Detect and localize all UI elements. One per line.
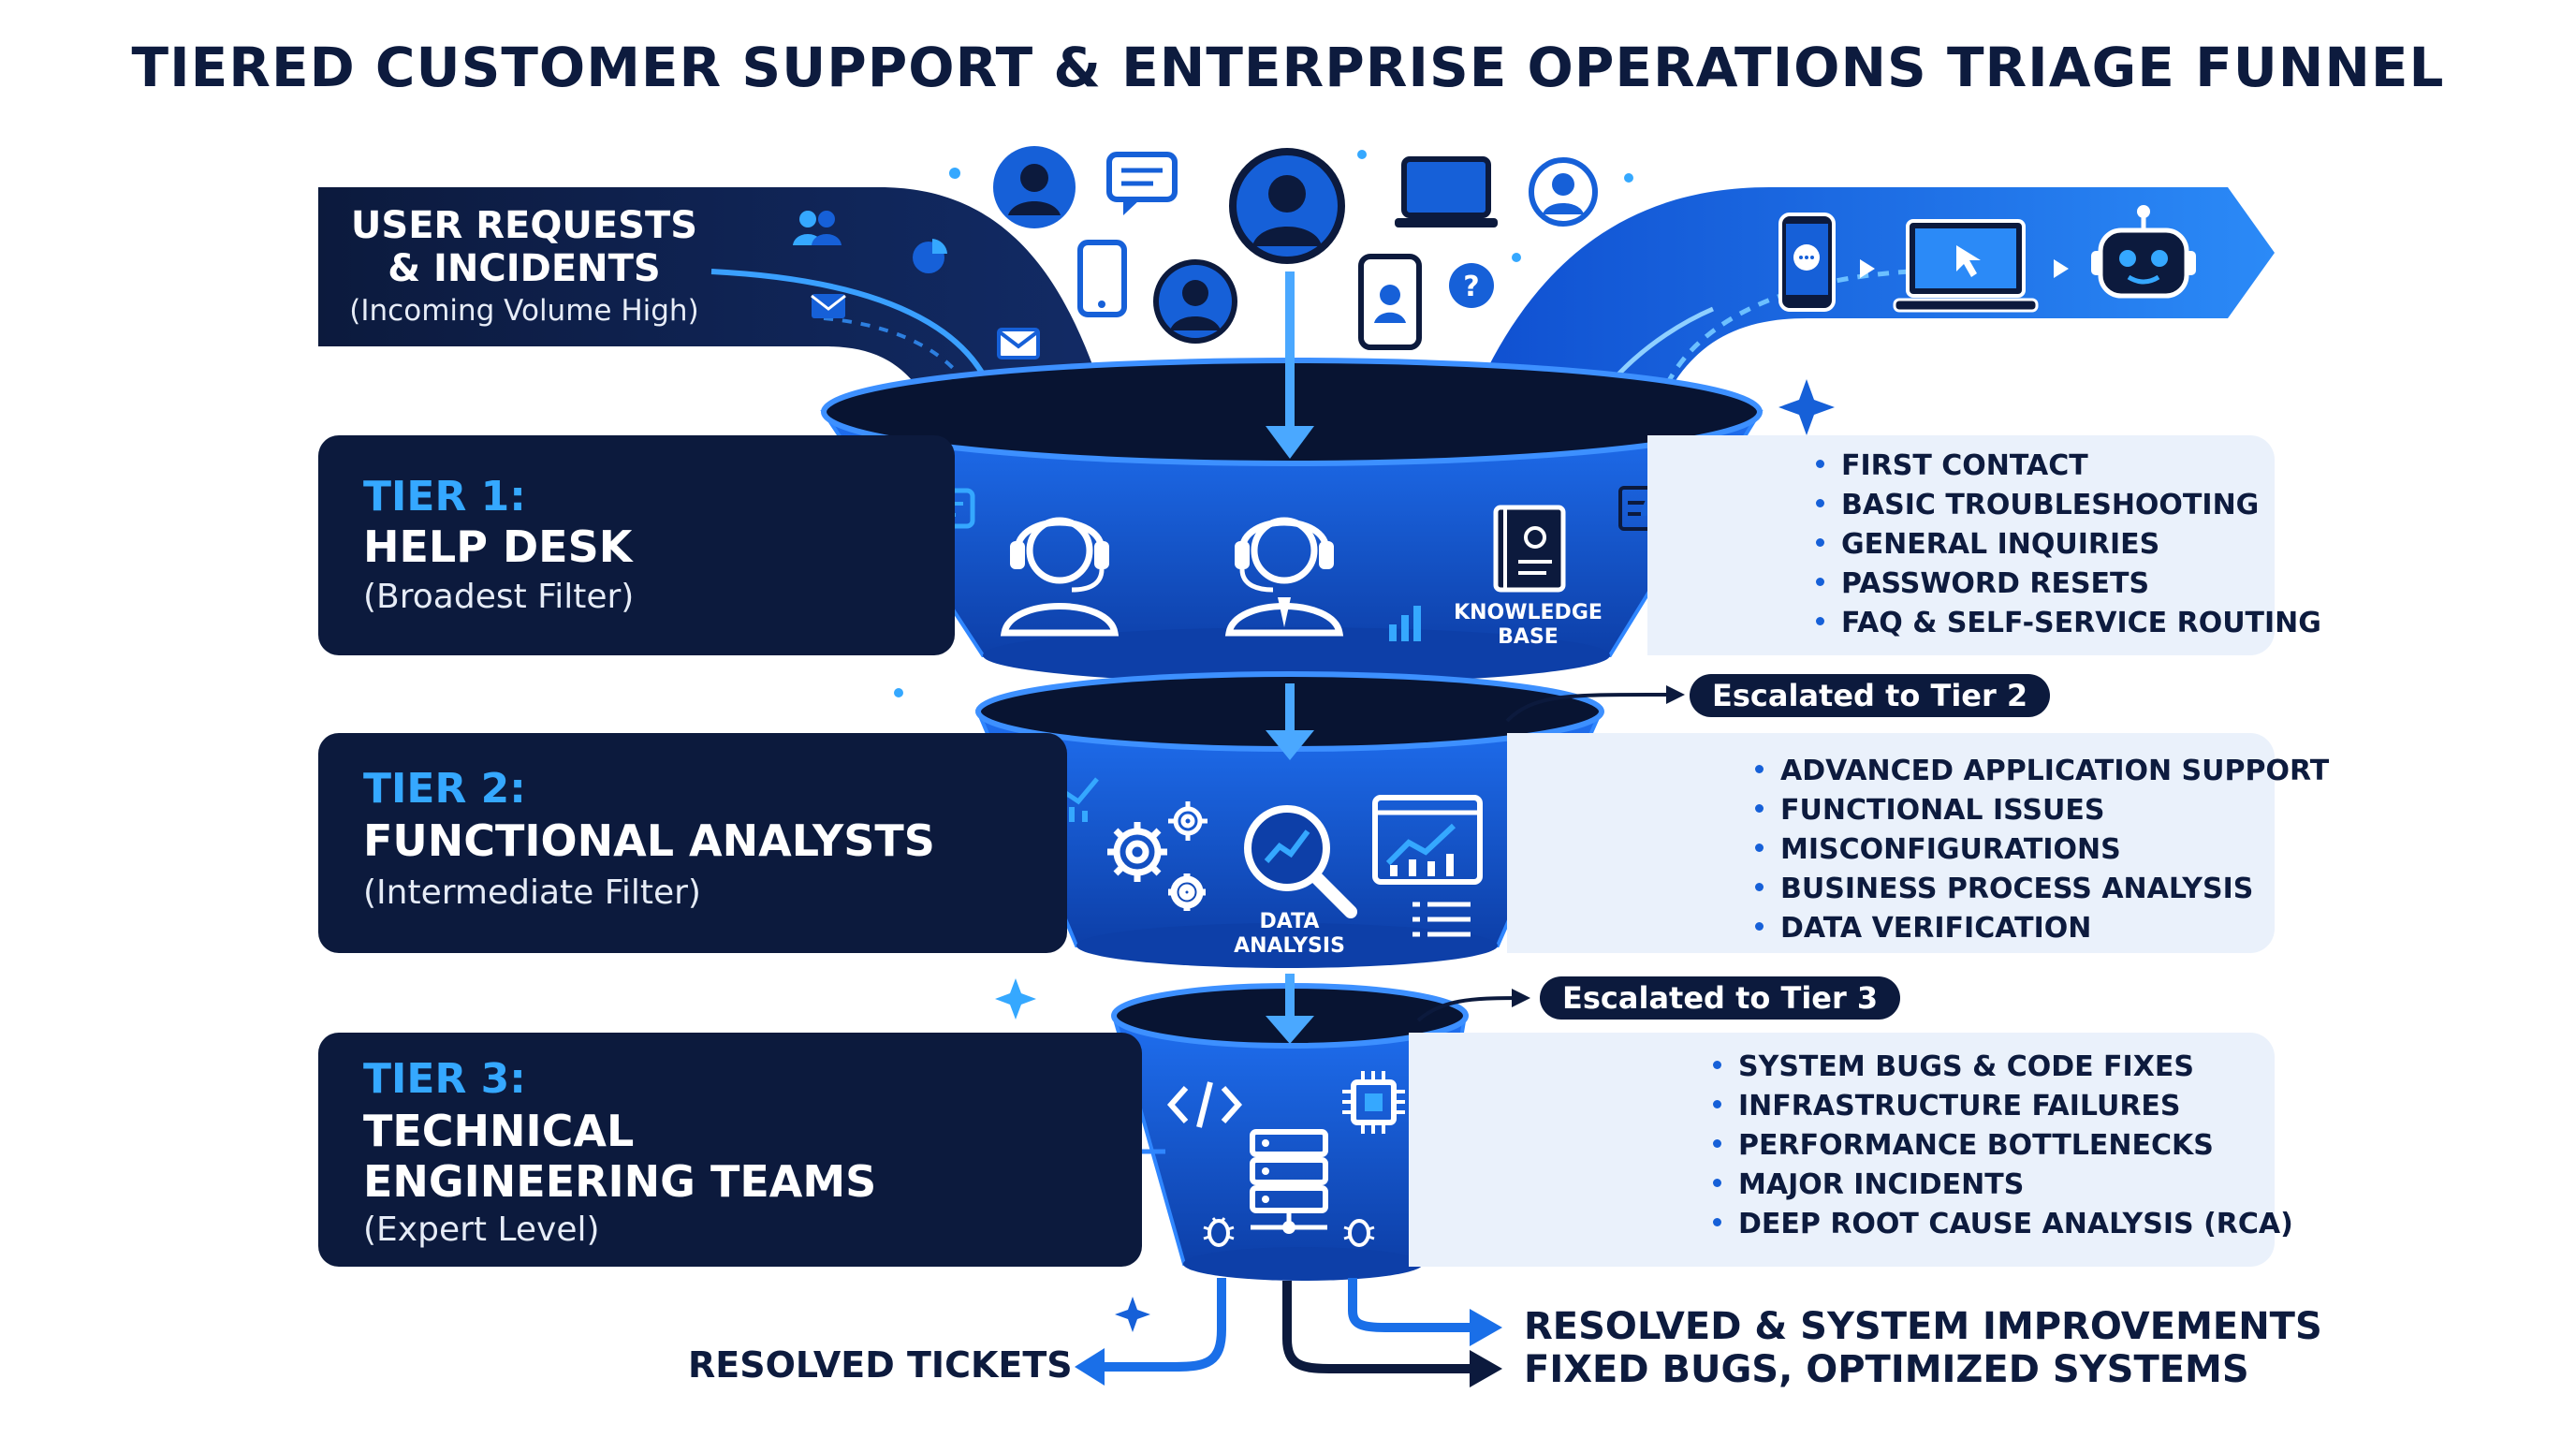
pie-chart-icon <box>913 239 947 273</box>
tier1-name: HELP DESK <box>363 521 633 572</box>
tier1-subtitle: (Broadest Filter) <box>363 578 635 616</box>
intake-subtitle: (Incoming Volume High) <box>349 294 699 328</box>
tier1-panel: TIER 1: HELP DESK (Broadest Filter) <box>318 435 955 655</box>
data-analysis-label: DATA ANALYSIS <box>1234 910 1345 958</box>
help-icon: ? <box>1449 263 1494 308</box>
headset-agent-icon <box>1000 517 1120 637</box>
list-item: DEEP ROOT CAUSE ANALYSIS (RCA) <box>1713 1205 2293 1244</box>
tier3-panel: TIER 3: TECHNICAL ENGINEERING TEAMS (Exp… <box>318 1033 1142 1267</box>
list-item: SYSTEM BUGS & CODE FIXES <box>1713 1048 2293 1087</box>
knowledge-base-book-icon <box>1493 505 1566 593</box>
tier1-items-panel: FIRST CONTACT BASIC TROUBLESHOOTING GENE… <box>1647 435 2321 655</box>
list-item: BASIC TROUBLESHOOTING <box>1816 486 2321 525</box>
bug-icon <box>1203 1217 1235 1247</box>
phone-icon <box>1778 213 1836 312</box>
list-item: GENERAL INQUIRIES <box>1816 525 2321 565</box>
chatbot-icon <box>2091 205 2196 299</box>
improvements-label-line1: RESOLVED & SYSTEM IMPROVEMENTS <box>1524 1305 2322 1348</box>
page-title: TIERED CUSTOMER SUPPORT & ENTERPRISE OPE… <box>131 36 2445 99</box>
intake-panel: USER REQUESTS & INCIDENTS (Incoming Volu… <box>318 187 768 346</box>
tier3-label: TIER 3: <box>363 1055 526 1103</box>
tier3-subtitle: (Expert Level) <box>363 1211 600 1249</box>
bug-icon <box>1343 1219 1375 1247</box>
user-avatar-icon <box>1229 148 1345 264</box>
tier2-items-panel: ADVANCED APPLICATION SUPPORT FUNCTIONAL … <box>1507 733 2329 953</box>
gear-icon <box>1107 822 1206 911</box>
code-icon <box>1166 1081 1243 1128</box>
tier2-name: FUNCTIONAL ANALYSTS <box>363 815 935 866</box>
resolved-tickets-label: RESOLVED TICKETS <box>688 1344 1073 1386</box>
list-item: MISCONFIGURATIONS <box>1755 830 2329 870</box>
users-icon <box>793 211 842 245</box>
user-avatar-icon <box>1153 259 1237 344</box>
list-item: DATA VERIFICATION <box>1755 909 2329 948</box>
cpu-chip-icon <box>1342 1071 1405 1134</box>
tier2-subtitle: (Intermediate Filter) <box>363 873 701 912</box>
chevron-right-icon <box>2054 259 2069 278</box>
improvements-label-line2: FIXED BUGS, OPTIMIZED SYSTEMS <box>1524 1348 2249 1391</box>
phone-icon <box>1077 240 1127 317</box>
magnifier-chart-icon <box>1244 805 1357 918</box>
chat-bubble-icon <box>1106 152 1178 215</box>
intake-title-line1: USER REQUESTS <box>350 204 698 247</box>
tier2-panel: TIER 2: FUNCTIONAL ANALYSTS (Intermediat… <box>318 733 1067 953</box>
knowledge-base-label: KNOWLEDGE BASE <box>1454 601 1603 649</box>
list-item: ADVANCED APPLICATION SUPPORT <box>1755 752 2329 791</box>
list-icon <box>1412 902 1471 937</box>
tier3-name-line2: ENGINEERING TEAMS <box>363 1156 877 1207</box>
headset-agent-icon <box>1224 517 1344 637</box>
user-avatar-icon <box>1529 157 1598 227</box>
email-icon <box>811 294 846 318</box>
laptop-icon <box>1395 156 1498 227</box>
tier2-label: TIER 2: <box>363 765 526 813</box>
tier3-items-panel: SYSTEM BUGS & CODE FIXES INFRASTRUCTURE … <box>1409 1033 2293 1267</box>
server-icon <box>1250 1129 1328 1234</box>
list-item: PERFORMANCE BOTTLENECKS <box>1713 1126 2293 1166</box>
bar-chart-icon <box>1389 606 1421 641</box>
intake-title-line2: & INCIDENTS <box>388 247 661 290</box>
list-item: BUSINESS PROCESS ANALYSIS <box>1755 870 2329 909</box>
escalation-badge-tier3: Escalated to Tier 3 <box>1540 976 1901 1020</box>
phone-icon <box>1358 254 1422 350</box>
list-item: FIRST CONTACT <box>1816 447 2321 486</box>
email-icon <box>997 328 1040 360</box>
dashboard-icon <box>1372 795 1483 885</box>
escalation-badge-tier2: Escalated to Tier 2 <box>1690 674 2051 717</box>
chevron-right-icon <box>1860 259 1875 278</box>
tier3-name-line1: TECHNICAL <box>363 1106 635 1156</box>
list-item: FAQ & SELF-SERVICE ROUTING <box>1816 604 2321 643</box>
list-item: INFRASTRUCTURE FAILURES <box>1713 1087 2293 1126</box>
list-item: FUNCTIONAL ISSUES <box>1755 791 2329 830</box>
gear-icon <box>1168 801 1208 841</box>
list-item: MAJOR INCIDENTS <box>1713 1166 2293 1205</box>
intake-arrow-right <box>1460 187 2275 440</box>
laptop-icon <box>1893 219 2039 313</box>
list-item: PASSWORD RESETS <box>1816 565 2321 604</box>
tier1-label: TIER 1: <box>363 473 526 521</box>
user-avatar-icon <box>993 146 1076 228</box>
svg-text:?: ? <box>1463 271 1479 303</box>
